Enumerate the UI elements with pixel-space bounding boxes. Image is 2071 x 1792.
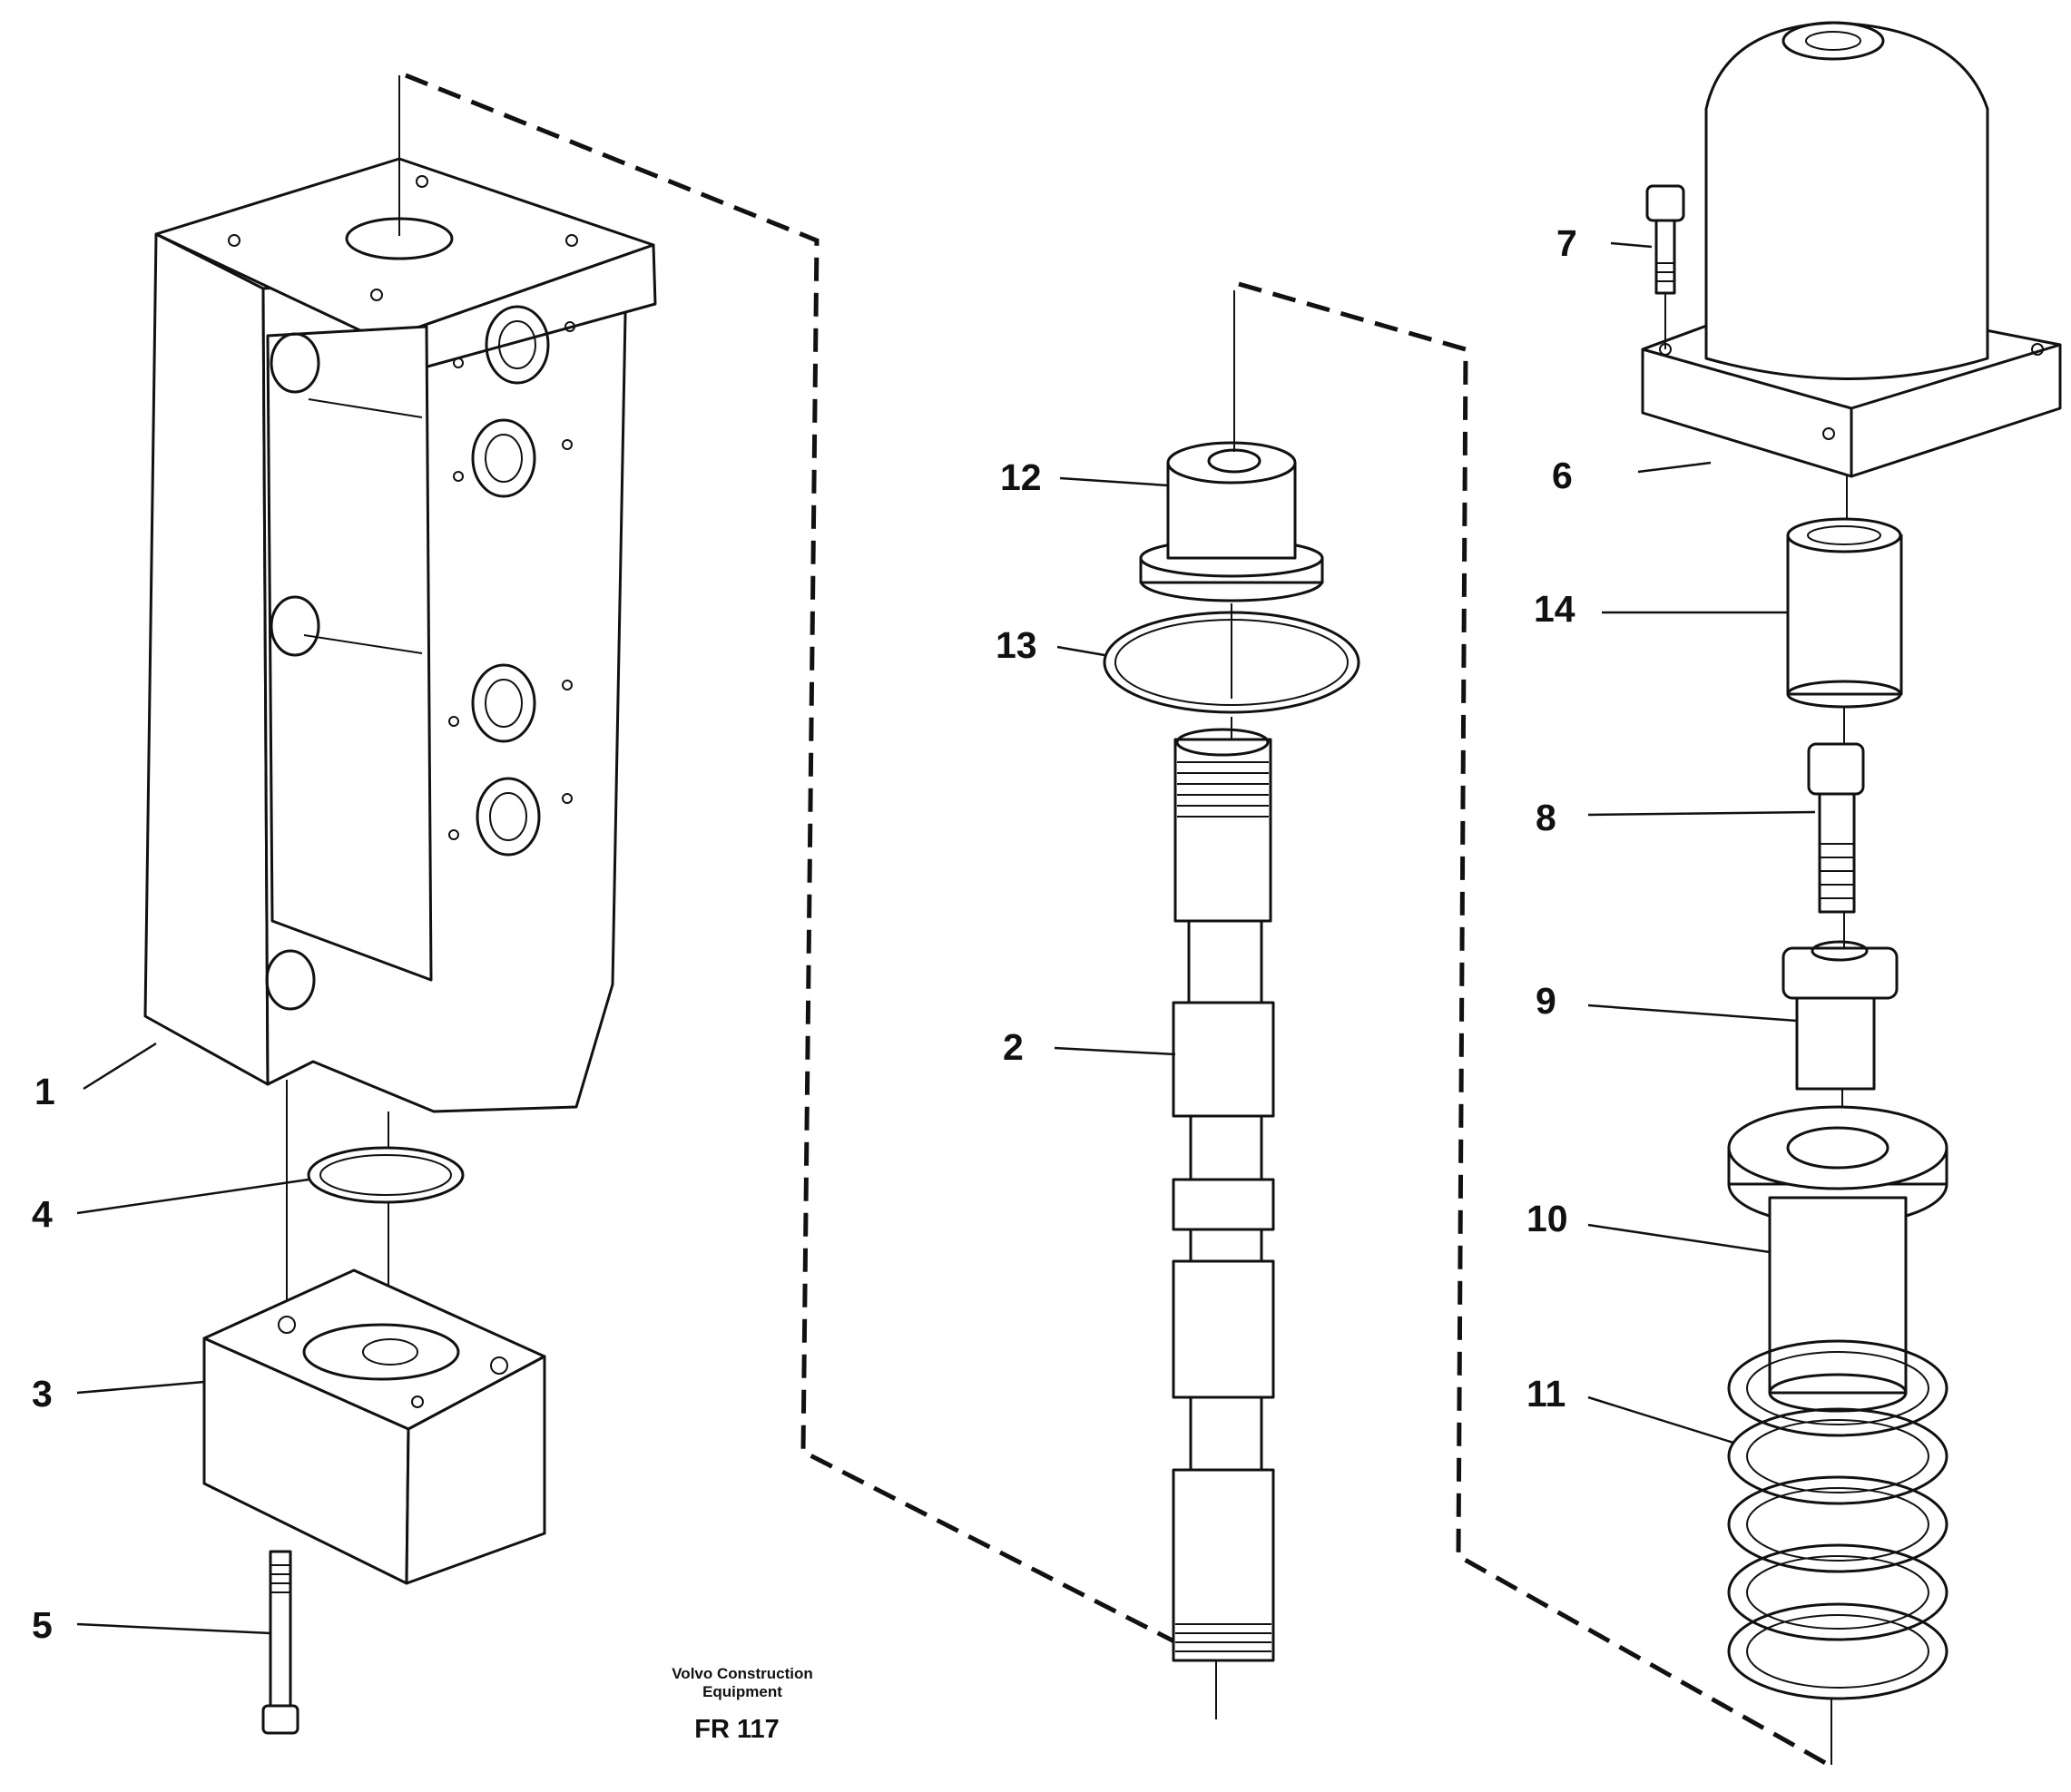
diagram-caption: Volvo Construction Equipment FR 117 [672,1665,813,1744]
callout-6: 6 [1552,455,1573,496]
part-13-seal-ring [1103,603,1360,714]
part-7-screw [1645,184,1685,349]
part-14-sleeve [1786,476,1903,709]
callout-2: 2 [1003,1026,1024,1068]
part-11-spring [1727,1339,1948,1765]
spool-thread-bottom [1175,1623,1271,1652]
callout-12: 12 [1000,456,1042,498]
spool-thread-top [1177,761,1269,818]
part-6-pilot-cap [1641,21,2062,478]
callout-9: 9 [1536,980,1556,1022]
callout-8: 8 [1536,797,1556,838]
assembly-boundary-right [1238,281,1831,1768]
assembly-boundary-left [405,73,1213,1663]
part-5-bolt [261,1550,299,1735]
part-4-o-ring [286,1080,465,1316]
callout-5: 5 [32,1604,53,1646]
callout-14: 14 [1534,588,1575,630]
caption-company-line2: Equipment [702,1683,782,1700]
callout-4: 4 [32,1193,53,1235]
callout-13: 13 [996,624,1037,666]
housing-ports [448,305,575,857]
callout-labels: 1 2 3 4 5 6 7 8 9 10 11 12 13 14 [32,222,1577,1646]
part-9-spring-seat [1781,912,1899,1091]
part-2-spool [1172,717,1275,1719]
callout-1: 1 [34,1071,55,1112]
caption-company-line1: Volvo Construction [672,1665,813,1682]
part-1-valve-housing [143,75,657,1113]
callout-7: 7 [1556,222,1577,264]
part-3-cover-block [202,1268,546,1585]
leader-lines [76,241,1816,1635]
callout-11: 11 [1526,1373,1566,1415]
part-8-screw [1807,708,1865,914]
callout-3: 3 [32,1373,53,1415]
part-10-spring-guide [1727,1089,1948,1413]
part-12-plug [1139,290,1324,602]
caption-figure-code: FR 117 [694,1715,780,1744]
callout-10: 10 [1526,1198,1568,1239]
